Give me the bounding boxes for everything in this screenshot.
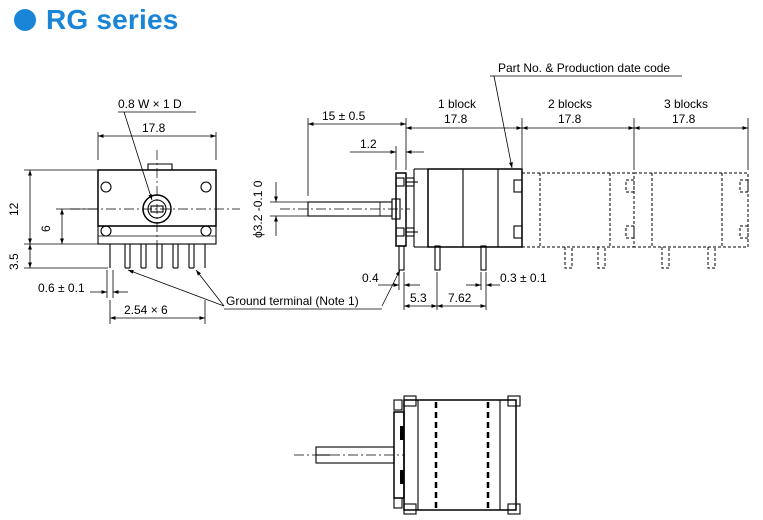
part-no-note: Part No. & Production date code (498, 61, 670, 75)
block-2-outline (521, 172, 635, 269)
mount-hole-tr (200, 181, 212, 193)
mount-hole-tl (100, 181, 112, 193)
side-height-dim: 12 (7, 202, 21, 216)
top-body (403, 399, 517, 511)
bullet-icon (14, 9, 36, 31)
block3-label: 3 blocks (664, 97, 708, 111)
pin-dim-left: 0.4 (362, 271, 379, 285)
top-view (294, 395, 521, 515)
pin-pitch-dim: 2.54 × 6 (124, 303, 168, 317)
side-view: 0.8 W × 1 D 17.8 12 6 3.5 0.6 ± 0.1 2.54… (7, 97, 401, 324)
heading: RG series (14, 2, 179, 38)
slot-label: 0.8 W × 1 D (118, 97, 182, 111)
shaft-diameter-dim: ϕ3.2 -0.1 0 (251, 180, 265, 238)
ground-terminal-note: Ground terminal (Note 1) (226, 294, 359, 308)
side-terminal-length-dim: 3.5 (7, 253, 21, 270)
pin-width-dim: 0.6 ± 0.1 (38, 281, 85, 295)
block-1 (427, 168, 523, 248)
pin-spacing-dim: 7.62 (448, 291, 472, 305)
side-pins (109, 244, 206, 269)
pin-offset-dim: 5.3 (410, 291, 427, 305)
block1-label: 1 block (438, 97, 477, 111)
side-width-dim: 17.8 (142, 121, 166, 135)
block2-label: 2 blocks (548, 97, 592, 111)
block2-dim: 17.8 (558, 112, 582, 126)
shaft-step-dim: 1.2 (360, 137, 377, 151)
block3-dim: 17.8 (672, 112, 696, 126)
pin-dim-right: 0.3 ± 0.1 (500, 271, 547, 285)
front-view: Part No. & Production date code 15 ± 0.5… (251, 61, 749, 310)
side-center-height-dim: 6 (39, 225, 53, 232)
block1-dim: 17.8 (444, 112, 468, 126)
side-top-bump (147, 163, 173, 170)
page-title: RG series (46, 4, 179, 35)
mount-hole-bl (100, 225, 112, 237)
shaft-length-dim: 15 ± 0.5 (322, 109, 366, 123)
mount-hole-br (200, 225, 212, 237)
block-3-outline (633, 172, 749, 269)
